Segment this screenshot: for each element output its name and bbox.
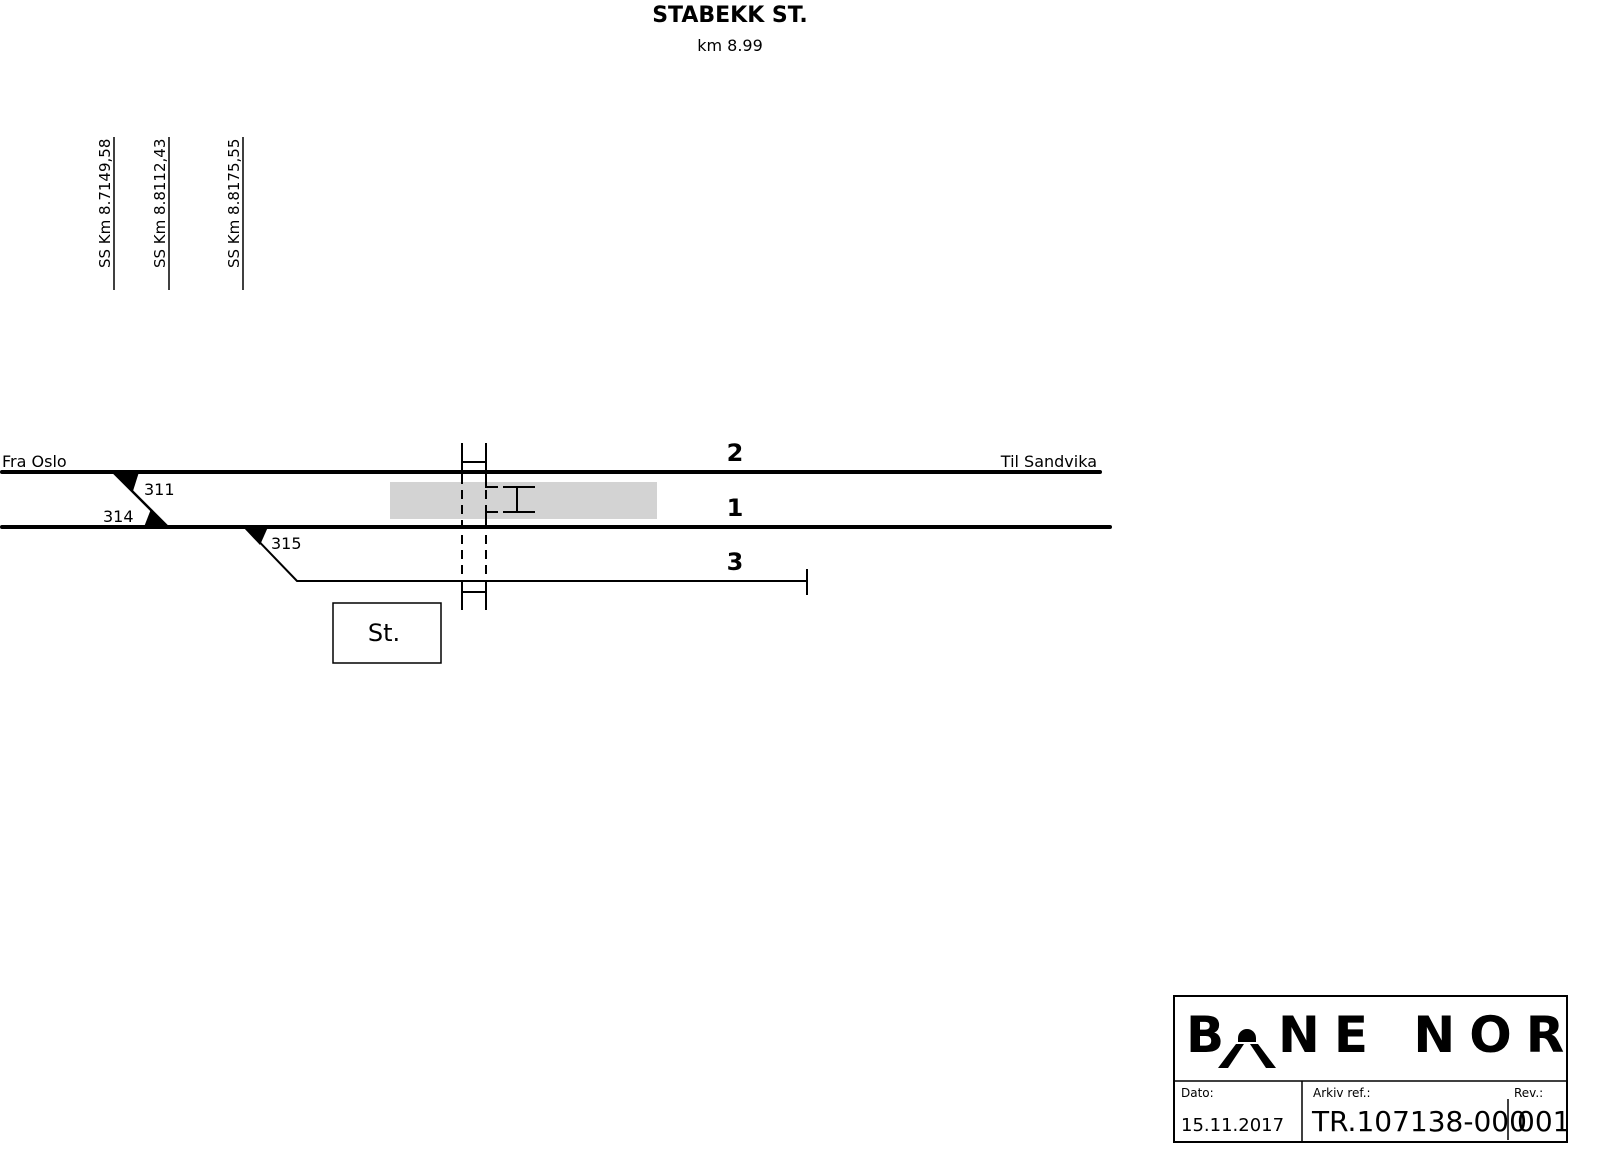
track-number-2: 2 <box>727 439 744 467</box>
km-marker-label: SS Km 8.8112,43 <box>151 139 169 268</box>
station-km: km 8.99 <box>697 36 763 55</box>
km-marker: SS Km 8.8112,43 <box>151 137 170 290</box>
switch-314-marker <box>144 509 169 527</box>
km-marker: SS Km 8.7149,58 <box>96 137 115 290</box>
archive-label: Arkiv ref.: <box>1313 1086 1371 1100</box>
svg-text:B: B <box>1186 1006 1226 1064</box>
track-number-1: 1 <box>727 494 744 522</box>
date-value: 15.11.2017 <box>1181 1115 1284 1136</box>
km-marker: SS Km 8.8175,55 <box>225 137 244 290</box>
title-block: B NE NOR Dato: 15.11.2017 Arkiv ref.: TR… <box>1173 995 1578 1143</box>
svg-text:NE NOR: NE NOR <box>1278 1006 1578 1064</box>
switch-311-marker <box>113 472 139 491</box>
switch-315-marker <box>243 527 268 545</box>
km-marker-label: SS Km 8.8175,55 <box>225 139 243 268</box>
date-label: Dato: <box>1181 1086 1214 1100</box>
station-title: STABEKK ST. <box>652 3 808 28</box>
direction-to: Til Sandvika <box>1000 452 1097 471</box>
station-building-label: St. <box>368 619 400 647</box>
station-building <box>332 602 442 664</box>
rev-label: Rev.: <box>1514 1086 1543 1100</box>
platform-marker <box>485 480 535 520</box>
rev-value: 001 <box>1517 1105 1570 1138</box>
switch-315-label: 315 <box>271 534 302 553</box>
archive-ref: TR.107138-000 <box>1311 1105 1527 1138</box>
switch-314-label: 314 <box>103 507 134 526</box>
direction-from: Fra Oslo <box>2 452 67 471</box>
track-3 <box>244 526 807 582</box>
track-number-3: 3 <box>727 548 744 576</box>
switch-311-label: 311 <box>144 480 175 499</box>
bridge-symbol <box>461 443 487 610</box>
km-marker-label: SS Km 8.7149,58 <box>96 139 114 268</box>
bane-nor-logo: B NE NOR <box>1186 1006 1578 1068</box>
